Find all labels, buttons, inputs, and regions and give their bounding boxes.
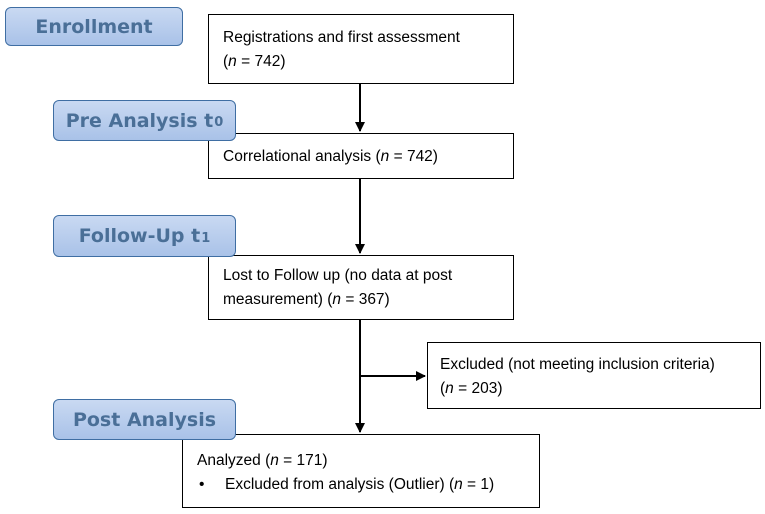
bullet-text: Excluded from analysis (Outlier) ( [225, 476, 455, 493]
n-value: = 171) [278, 452, 328, 469]
box-correlational: Correlational analysis (n = 742) [208, 133, 514, 179]
box-analyzed: Analyzed (n = 171) •Excluded from analys… [182, 434, 540, 508]
box-registrations: Registrations and first assessment (n = … [208, 14, 514, 84]
box-registrations-line1: Registrations and first assessment [223, 29, 460, 46]
n-value: = 1) [462, 476, 495, 493]
stage-label-post-analysis-text: Post Analysis [72, 408, 217, 431]
stage-label-pre-analysis-text: Pre Analysis t [65, 109, 214, 132]
box-lost-line1: Lost to Follow up (no data at post [223, 267, 453, 284]
stage-label-pre-analysis-subscript: 0 [214, 115, 224, 130]
box-analyzed-text: Analyzed ( [197, 452, 271, 469]
n-variable: n [380, 148, 390, 165]
box-lost-line2-text: measurement) ( [223, 291, 333, 308]
bullet-icon: • [199, 476, 205, 493]
n-variable: n [270, 452, 279, 469]
box-lost-to-follow-up: Lost to Follow up (no data at post measu… [208, 255, 514, 320]
n-variable: n [228, 53, 237, 70]
stage-label-enrollment-text: Enrollment [35, 15, 153, 38]
stage-label-post-analysis: Post Analysis [53, 399, 236, 440]
paren-open: ( [440, 380, 446, 397]
box-excluded-line1: Excluded (not meeting inclusion criteria… [440, 356, 715, 373]
paren-open: ( [223, 53, 229, 70]
box-analyzed-bullet-item: • Excluded from analysis (Outlier) (n = 1… [197, 473, 539, 497]
box-correlational-line1: Correlational analysis (n = 742) [223, 145, 513, 169]
box-analyzed-line1: Analyzed (n = 171) [197, 449, 539, 473]
box-excluded-line2: (n = 203) [440, 377, 760, 401]
n-value: = 367) [341, 291, 390, 308]
stage-label-enrollment: Enrollment [5, 7, 183, 46]
n-variable: n [332, 291, 342, 308]
stage-label-follow-up-text: Follow-Up t [78, 225, 201, 247]
n-value: = 742) [389, 148, 438, 165]
n-variable: n [454, 476, 463, 493]
n-value: = 203) [453, 380, 503, 397]
box-lost-line2: measurement) (n = 367) [223, 288, 513, 312]
box-registrations-line2: (n = 742) [223, 50, 513, 74]
stage-label-follow-up-subscript: 1 [201, 230, 211, 246]
n-value: = 742) [236, 53, 286, 70]
box-excluded: Excluded (not meeting inclusion criteria… [427, 342, 761, 409]
box-correlational-text: Correlational analysis ( [223, 148, 381, 165]
n-variable: n [445, 380, 454, 397]
